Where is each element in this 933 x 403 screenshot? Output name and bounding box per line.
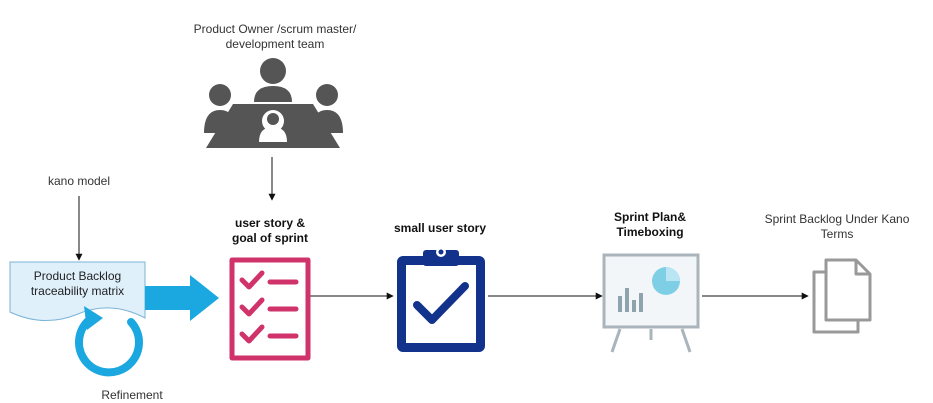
user-story-label-line1: user story & bbox=[234, 216, 306, 230]
user-story-label-line2: goal of sprint bbox=[232, 231, 308, 245]
sprint-plan-label-line2: Timeboxing bbox=[616, 225, 684, 239]
team-label: Product Owner /scrum master/ development… bbox=[155, 22, 395, 52]
small-user-story-label: small user story bbox=[393, 221, 487, 235]
circular-arrow-icon bbox=[75, 306, 143, 377]
documents-icon bbox=[812, 258, 872, 334]
sprint-plan-label: Sprint Plan& Timeboxing bbox=[585, 210, 715, 240]
backlog-label-line2: traceability matrix bbox=[30, 284, 125, 298]
backlog-banner bbox=[9, 261, 146, 322]
sprint-backlog-label-line1: Sprint Backlog Under Kano bbox=[764, 212, 910, 226]
sprint-backlog-label-line2: Terms bbox=[820, 227, 854, 241]
kano-model-label: kano model bbox=[47, 174, 111, 188]
backlog-label-line1: Product Backlog bbox=[33, 269, 122, 283]
refinement-label: Refinement bbox=[101, 388, 163, 402]
team-label-text: Product Owner /scrum master/ development… bbox=[193, 22, 357, 51]
clipboard-check-icon bbox=[397, 247, 485, 352]
meeting-table-icon bbox=[204, 58, 343, 148]
backlog-label: Product Backlog traceability matrix bbox=[10, 269, 145, 299]
checklist-icon bbox=[229, 257, 311, 361]
sprint-backlog-label: Sprint Backlog Under Kano Terms bbox=[748, 212, 926, 242]
sprint-plan-label-line1: Sprint Plan& bbox=[613, 210, 686, 224]
presentation-board-icon bbox=[602, 253, 700, 353]
user-story-label: user story & goal of sprint bbox=[205, 216, 335, 246]
big-blue-arrow bbox=[145, 275, 219, 321]
